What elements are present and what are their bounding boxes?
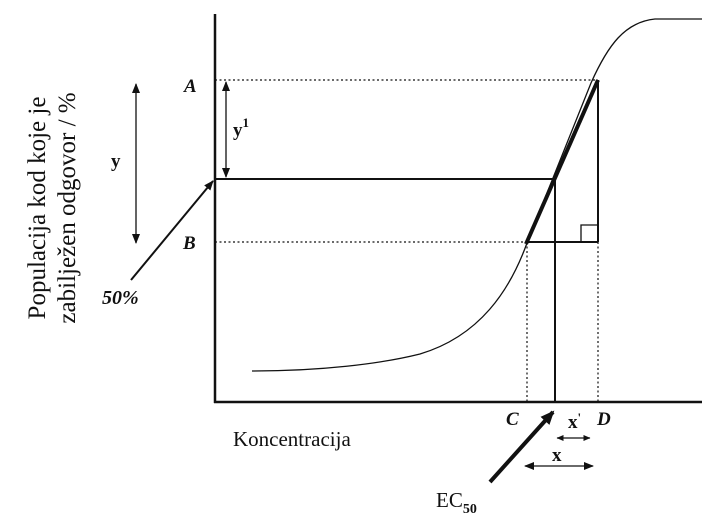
- label-a: A: [183, 76, 197, 97]
- x-axis-label: Koncentracija: [233, 427, 351, 451]
- label-c: C: [506, 409, 519, 430]
- y-axis-label-line2: zabilježen odgovor / %: [54, 92, 81, 323]
- label-fifty-percent: 50%: [102, 287, 139, 309]
- sigmoid-curve: [251, 18, 702, 372]
- label-y: y: [111, 151, 121, 172]
- label-x: x: [552, 445, 562, 466]
- label-x1: x': [568, 410, 581, 433]
- ec50-arrow: [488, 410, 555, 484]
- label-y1: y1: [233, 115, 249, 141]
- label-b: B: [182, 233, 196, 254]
- fifty-percent-arrow: [130, 180, 214, 281]
- right-angle-mark: [580, 224, 598, 242]
- label-ec50: EC50: [436, 488, 477, 517]
- y-axis-label-line1: Populacija kod koje je: [24, 97, 51, 320]
- tangent-line: [524, 79, 600, 245]
- y-axis-label: Populacija kod koje je zabilježen odgovo…: [24, 92, 81, 323]
- label-d: D: [596, 409, 611, 430]
